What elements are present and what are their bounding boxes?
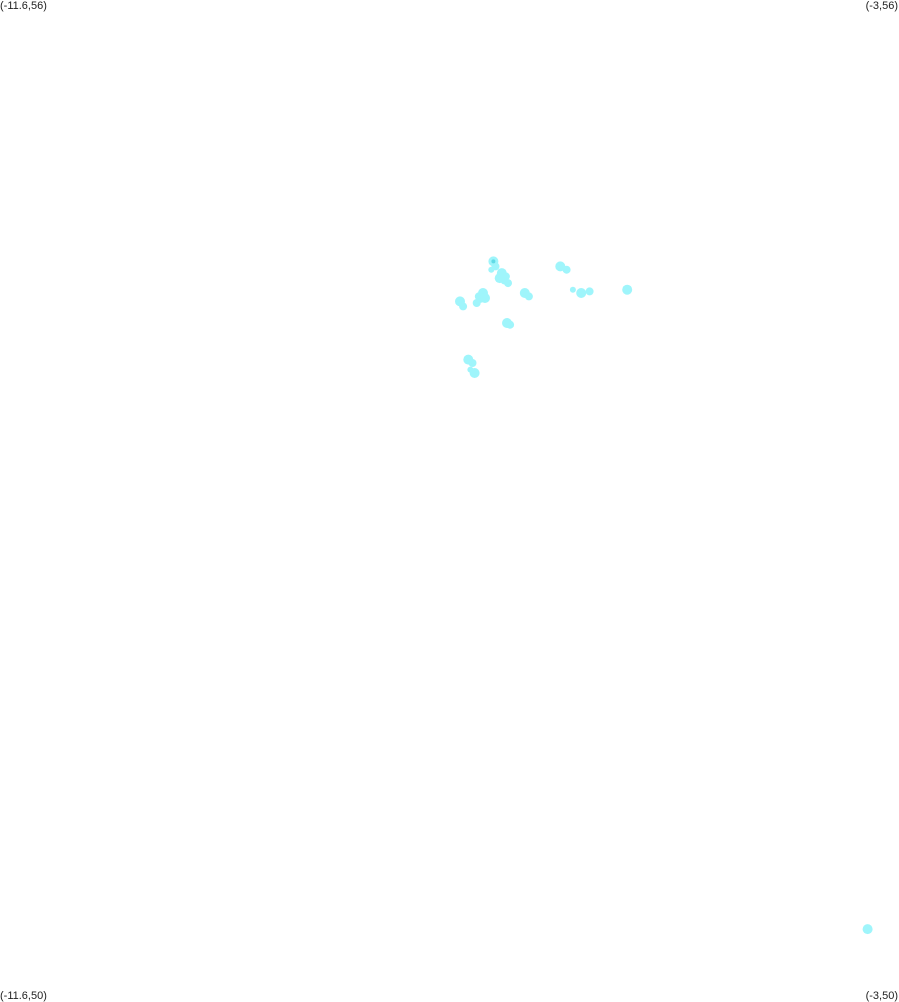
feature-9 [622, 284, 633, 295]
feature-5 [519, 288, 533, 301]
feature-4-blob [459, 302, 468, 311]
feature-3-blob [480, 293, 490, 303]
map-features [455, 256, 873, 935]
feature-7-blob [469, 368, 480, 378]
feature-7-blob [468, 359, 477, 367]
feature-6 [502, 318, 515, 329]
feature-dark-spot [491, 259, 496, 264]
feature-5-blob [524, 292, 533, 301]
feature-1-blob [488, 266, 495, 273]
feature-8 [555, 261, 594, 298]
feature-9-blob [622, 284, 633, 295]
feature-2 [494, 268, 512, 288]
corner-label-top-left: (-11.6,56) [0, 0, 47, 12]
feature-8-blob [562, 265, 571, 274]
feature-8-blob [576, 288, 587, 298]
corner-label-bottom-right: (-3,50) [865, 990, 898, 1002]
feature-8-blob [585, 287, 594, 296]
feature-2-blob [504, 279, 512, 288]
feature-3-blob [472, 299, 481, 307]
corner-label-top-right: (-3,56) [865, 0, 898, 12]
feature-10-blob [862, 924, 873, 935]
feature-3 [472, 288, 490, 307]
feature-4 [455, 296, 468, 311]
feature-8-blob [569, 286, 576, 293]
feature-2-blob [494, 273, 505, 284]
feature-6-blob [506, 320, 515, 329]
feature-7 [463, 354, 480, 378]
feature-10 [862, 924, 873, 935]
corner-label-bottom-left: (-11.6,50) [0, 990, 47, 1002]
